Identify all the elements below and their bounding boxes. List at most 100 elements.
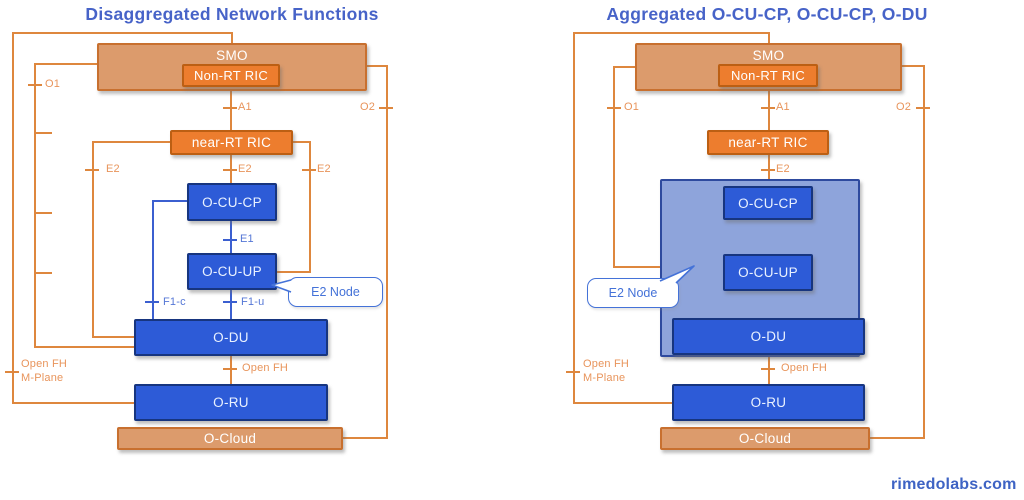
left-o2-line-top xyxy=(366,65,388,67)
right-o2-line-bottom xyxy=(869,437,925,439)
right-o1-tick xyxy=(607,107,621,109)
left-e2-node-callout: E2 Node xyxy=(288,277,383,307)
right-o1-line-bottom xyxy=(613,266,661,268)
left-o-cu-up-label: O-CU-UP xyxy=(202,264,262,279)
right-near-rt-ric-box: near-RT RIC xyxy=(707,130,829,155)
right-non-rt-ric-box: Non-RT RIC xyxy=(718,64,818,87)
right-e2-label: E2 xyxy=(776,163,790,175)
right-e2-node-callout-tail xyxy=(659,265,695,284)
left-f1u-tick xyxy=(223,301,237,303)
left-o-cu-cp-label: O-CU-CP xyxy=(202,194,262,210)
right-o-du-box: O-DU xyxy=(672,318,865,355)
left-f1c-tick xyxy=(145,301,159,303)
left-o2-label: O2 xyxy=(360,101,376,113)
left-o1-stub-cu-cp xyxy=(34,212,52,214)
right-e2-node-label: E2 Node xyxy=(608,286,658,300)
left-outer-bottom-line xyxy=(12,402,135,404)
left-o-du-box: O-DU xyxy=(134,319,328,356)
left-e2-node-callout-tail xyxy=(271,279,292,293)
left-o-cloud-label: O-Cloud xyxy=(203,431,257,446)
right-e2-tick xyxy=(761,169,775,171)
right-near-rt-ric-label: near-RT RIC xyxy=(728,135,808,150)
right-o1-line-vertical xyxy=(613,66,615,268)
left-e2-du-line-vertical xyxy=(92,141,94,338)
right-o2-line-vertical xyxy=(923,65,925,439)
right-outer-left-line xyxy=(573,32,575,404)
left-e2-up-line-vertical xyxy=(309,141,311,273)
right-outer-bottom-line xyxy=(573,402,673,404)
right-o-du-label: O-DU xyxy=(750,329,787,344)
right-a1-line xyxy=(768,91,770,130)
left-e2-left-label: E2 xyxy=(106,163,120,175)
right-o-cu-cp-box: O-CU-CP xyxy=(723,186,813,220)
left-f1u-label: F1-u xyxy=(241,296,265,308)
left-o-ru-box: O-RU xyxy=(134,384,328,421)
left-o1-stub-cu-up xyxy=(34,272,52,274)
right-outer-top-line xyxy=(573,32,770,34)
left-o2-line-bottom xyxy=(342,437,388,439)
left-o1-label: O1 xyxy=(45,78,61,90)
left-open-fh-line xyxy=(230,356,232,384)
left-near-rt-ric-label: near-RT RIC xyxy=(191,135,272,150)
left-a1-label: A1 xyxy=(238,101,252,113)
left-e2-right-tick xyxy=(302,169,316,171)
right-o-ru-label: O-RU xyxy=(750,395,787,410)
right-a1-tick xyxy=(761,107,775,109)
left-open-fh-tick xyxy=(223,368,237,370)
right-diagram-title: Aggregated O-CU-CP, O-CU-CP, O-DU xyxy=(606,4,928,24)
left-e2-du-line-top xyxy=(92,141,171,143)
right-smo-label: SMO xyxy=(752,48,785,63)
left-o-cu-up-box: O-CU-UP xyxy=(187,253,277,290)
left-a1-tick xyxy=(223,107,237,109)
left-a1-line xyxy=(230,91,232,130)
right-open-fh-line xyxy=(768,357,770,384)
left-open-fh-mplane-label-2: M-Plane xyxy=(21,372,64,384)
left-f1u-line xyxy=(230,290,232,319)
left-o-ru-label: O-RU xyxy=(213,395,249,410)
left-e2-node-label: E2 Node xyxy=(311,285,360,299)
left-o1-stub-near-rt xyxy=(34,132,52,134)
left-o1-line-bottom xyxy=(34,346,135,348)
right-o1-label: O1 xyxy=(624,101,640,113)
right-o-ru-box: O-RU xyxy=(672,384,865,421)
left-e2-mid-label: E2 xyxy=(238,163,252,175)
brand-link[interactable]: rimedolabs.com xyxy=(891,476,1017,493)
right-o-cu-cp-label: O-CU-CP xyxy=(738,195,798,211)
left-o-cloud-box: O-Cloud xyxy=(117,427,343,450)
left-o-cu-cp-box: O-CU-CP xyxy=(187,183,277,221)
right-e2-node-callout: E2 Node xyxy=(587,278,679,308)
right-o-cu-up-box: O-CU-UP xyxy=(723,254,813,291)
left-non-rt-ric-label: Non-RT RIC xyxy=(193,68,269,83)
right-o2-line-top xyxy=(901,65,925,67)
left-diagram-title: Disaggregated Network Functions xyxy=(85,4,379,24)
left-e2-up-line-top xyxy=(292,141,311,143)
left-o1-line-vertical xyxy=(34,63,36,348)
left-e2-du-line-bottom xyxy=(92,336,135,338)
right-outer-top-drop xyxy=(768,32,770,44)
right-non-rt-ric-label: Non-RT RIC xyxy=(730,68,806,83)
right-o-cloud-box: O-Cloud xyxy=(660,427,870,450)
right-o2-label: O2 xyxy=(896,101,912,113)
left-open-fh-mplane-label-1: Open FH xyxy=(21,358,68,370)
left-outer-left-line xyxy=(12,32,14,404)
right-open-fh-tick xyxy=(761,368,775,370)
left-e2-up-line-bottom xyxy=(276,271,311,273)
right-a1-label: A1 xyxy=(776,101,790,113)
right-open-fh-label: Open FH xyxy=(781,362,828,374)
right-mplane-tick xyxy=(566,371,580,373)
left-non-rt-ric-box: Non-RT RIC xyxy=(182,64,280,87)
right-o2-tick xyxy=(916,107,930,109)
left-e1-label: E1 xyxy=(240,233,254,245)
left-e1-tick xyxy=(223,239,237,241)
left-f1c-line-vertical xyxy=(152,200,154,319)
right-open-fh-mplane-label-1: Open FH xyxy=(583,358,630,370)
left-e2-right-label: E2 xyxy=(317,163,331,175)
left-o1-tick xyxy=(28,84,42,86)
left-open-fh-label: Open FH xyxy=(242,362,289,374)
left-outer-top-drop xyxy=(231,32,233,44)
left-f1c-line-top xyxy=(152,200,188,202)
left-mplane-tick xyxy=(5,371,19,373)
right-e2-line xyxy=(768,155,770,181)
left-e2-left-tick xyxy=(85,169,99,171)
